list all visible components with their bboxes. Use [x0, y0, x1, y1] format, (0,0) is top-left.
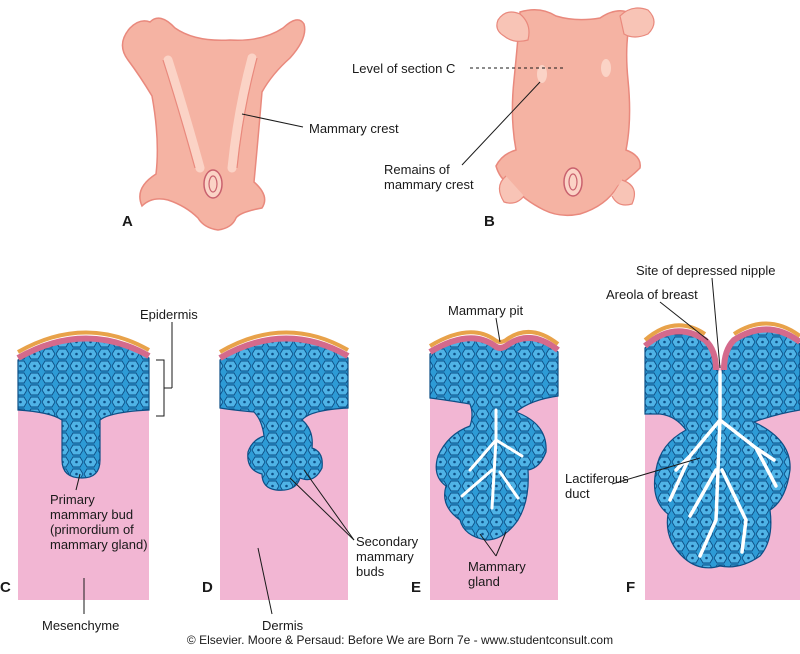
- mammary-gland-leader-2: [495, 531, 507, 557]
- mammary-gland-leader-1: [479, 533, 497, 557]
- label-dermis: Dermis: [262, 618, 304, 633]
- site-nipple-leader: [711, 277, 721, 369]
- panel-label-a: A: [122, 213, 133, 230]
- panel-label-e: E: [411, 579, 422, 596]
- embryo-a: [121, 17, 306, 231]
- mammary-crest-leader: [241, 113, 304, 128]
- label-level-of-section: Level of section C: [352, 61, 456, 76]
- section-c: [16, 322, 173, 614]
- label-areola: Areola of breast: [606, 287, 698, 302]
- areola-leader: [659, 301, 709, 341]
- section-e: [428, 317, 560, 600]
- label-mammary-pit: Mammary pit: [448, 303, 524, 318]
- panel-label-b: B: [484, 213, 495, 230]
- lactiferous-duct-leader: [611, 457, 701, 485]
- section-d: [218, 330, 355, 615]
- label-lactiferous-duct: Lactiferous duct: [565, 471, 629, 501]
- primary-bud-leader: [75, 473, 81, 491]
- label-primary-bud: Primary mammary bud (primordium of mamma…: [50, 492, 148, 552]
- label-site-nipple: Site of depressed nipple: [636, 263, 776, 278]
- label-mammary-gland: Mammary gland: [468, 559, 526, 589]
- label-epidermis: Epidermis: [140, 307, 198, 322]
- remains-leader: [461, 81, 541, 166]
- label-secondary-buds: Secondary mammary buds: [356, 534, 419, 579]
- secondary-buds-leader-2: [303, 469, 355, 541]
- section-f: [611, 277, 800, 600]
- panel-label-c: C: [0, 579, 11, 596]
- secondary-buds-leader-1: [289, 477, 355, 541]
- panel-label-f: F: [626, 579, 636, 596]
- dermis-leader: [257, 547, 273, 615]
- label-mesenchyme: Mesenchyme: [42, 618, 120, 633]
- label-mammary-crest: Mammary crest: [309, 121, 399, 136]
- embryo-b: [461, 7, 655, 217]
- copyright-credit: © Elsevier. Moore & Persaud: Before We a…: [186, 633, 614, 647]
- label-remains-of-crest: Remains of mammary crest: [384, 162, 474, 192]
- mammary-pit-leader: [495, 317, 501, 343]
- panel-label-d: D: [202, 579, 213, 596]
